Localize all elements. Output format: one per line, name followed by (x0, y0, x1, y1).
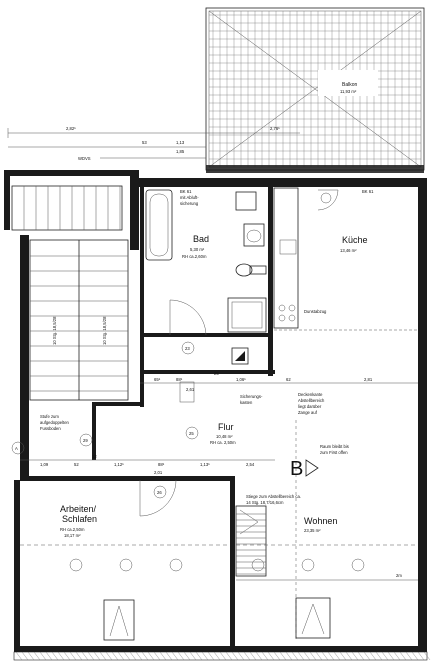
dim-low-109: 1,09 (40, 462, 49, 467)
bad-abluft-2: sicherung (180, 201, 199, 206)
raum-2: zum First offen (320, 450, 348, 455)
dim-mid-281: 2,81 (364, 377, 373, 382)
arbeiten-height: RH ca.2,50m (60, 527, 85, 532)
dim-low-12: 12 (92, 454, 97, 459)
section-marker: B (290, 458, 303, 480)
room-bad: BK 61 mit Abluft- sicherung Bad 5,30 m² … (140, 186, 273, 376)
dim-mid-106: 1,06⁵ (236, 377, 246, 382)
stufe-1: Stufe zum (40, 414, 59, 419)
dim-top-left: 2,82⁵ (66, 126, 76, 131)
door-number-3: 29 (83, 438, 88, 443)
dim-low-52: 52 (74, 462, 79, 467)
dim-top-113: 1,13 (176, 140, 185, 145)
bad-area: 5,30 m² (190, 247, 205, 252)
balcony: Balkon 11,93 m² (205, 7, 425, 173)
low-dimensions: 1,09 52 12 1,12⁵ 88⁵ 1,13⁵ 2,54 2,01 (20, 454, 275, 475)
wohnen-label: Wohnen (304, 516, 337, 526)
stair-right-label: 10 Stg. 18,5/28 (102, 316, 107, 345)
dim-mid-62: 62 (286, 377, 291, 382)
height-2m: 2m (396, 573, 402, 578)
stiege-1: Stiege zum Abstellbereich ca. (246, 494, 301, 499)
kueche-bk61: BK 61 (362, 189, 374, 194)
mid-dimensions: 65⁵ 88⁵ 25 1,06⁵ 62 2,81 2,61 (140, 371, 418, 392)
wohnen-area: 23,35 m² (304, 528, 321, 533)
dim-top-185: 1,85 (176, 149, 185, 154)
wdvs-label: WDVS (78, 156, 91, 161)
sicherung-2: kasten (240, 400, 253, 405)
stair-left-label: 10 Stg. 18,5/28 (52, 316, 57, 345)
stufe-3: Fussboden (40, 426, 61, 431)
arbeiten-area: 18,17 m² (64, 533, 81, 538)
bad-abluft-1: mit Abluft- (180, 195, 199, 200)
arbeiten-label-2: Schlafen (62, 514, 97, 524)
dunstabzug-label: Dunstabzug (304, 309, 327, 314)
door-number-4: 26 (157, 490, 162, 495)
bad-label: Bad (193, 234, 209, 244)
balkon-area: 11,93 m² (340, 89, 357, 94)
dim-top-right: 2,76⁵ (270, 126, 280, 131)
dim-top-53: 53 (142, 140, 147, 145)
deckenkante-note: Deckenkante Abstellbereich liegt darüber… (290, 392, 349, 640)
dim-mid-261: 2,61 (186, 387, 195, 392)
staircase: 10 Stg. 18,5/28 10 Stg. 18,5/28 (11, 185, 129, 401)
section-a-label: A (15, 446, 18, 451)
flur-area: 10,48 m² (216, 434, 233, 439)
deckenkante-1: Deckenkante (298, 392, 323, 397)
dim-mid-25: 25 (214, 371, 219, 376)
bad-height: RH ca.2,60m (182, 254, 207, 259)
bad-bk61: BK 61 (180, 189, 192, 194)
outer-walls (4, 170, 427, 652)
stiege-2: 14 Stg. 18,7/16,6cm (246, 500, 284, 505)
dim-low-254: 2,54 (246, 462, 255, 467)
door-number-2: 25 (189, 431, 194, 436)
top-dimensions: 2,82⁵ 53 1,13 1,85 2,76⁵ WDVS (7, 126, 300, 161)
door-number-1: 23 (185, 346, 190, 351)
dim-low-112: 1,12⁵ (114, 462, 124, 467)
room-wohnen: Stiege zum Abstellbereich ca. 14 Stg. 18… (235, 494, 418, 639)
dim-low-201: 2,01 (154, 470, 163, 475)
dim-low-88: 88⁵ (158, 462, 165, 467)
stufe-2: aufgedoppelten (40, 420, 70, 425)
flur-height: RH ca. 2,50m (210, 440, 236, 445)
dim-mid-88: 88⁵ (176, 377, 183, 382)
roof-strip (13, 651, 431, 661)
raum-1: Raum bleibt bis (320, 444, 349, 449)
arbeiten-label-1: Arbeiten/ (60, 504, 97, 514)
deckenkante-2: Abstellbereich (298, 398, 325, 403)
flur-label: Flur (218, 422, 234, 432)
dim-low-113: 1,13⁵ (200, 462, 210, 467)
balkon-label: Balkon (342, 82, 358, 88)
room-flur: Sicherungs- kasten Flur 10,48 m² RH ca. … (40, 337, 275, 499)
dim-mid-65: 65⁵ (154, 377, 161, 382)
deckenkante-4: Zange auf (298, 410, 318, 415)
sicherung-1: Sicherungs- (240, 394, 263, 399)
room-kueche: Dunstabzug Küche 13,46 m² BK 61 (273, 187, 418, 331)
room-arbeiten: Arbeiten/ Schlafen RH ca.2,50m 18,17 m² (20, 476, 235, 646)
deckenkante-3: liegt darüber (298, 404, 322, 409)
kueche-label: Küche (342, 235, 368, 245)
kueche-area: 13,46 m² (340, 248, 357, 253)
section-marker-a: A (11, 441, 25, 455)
